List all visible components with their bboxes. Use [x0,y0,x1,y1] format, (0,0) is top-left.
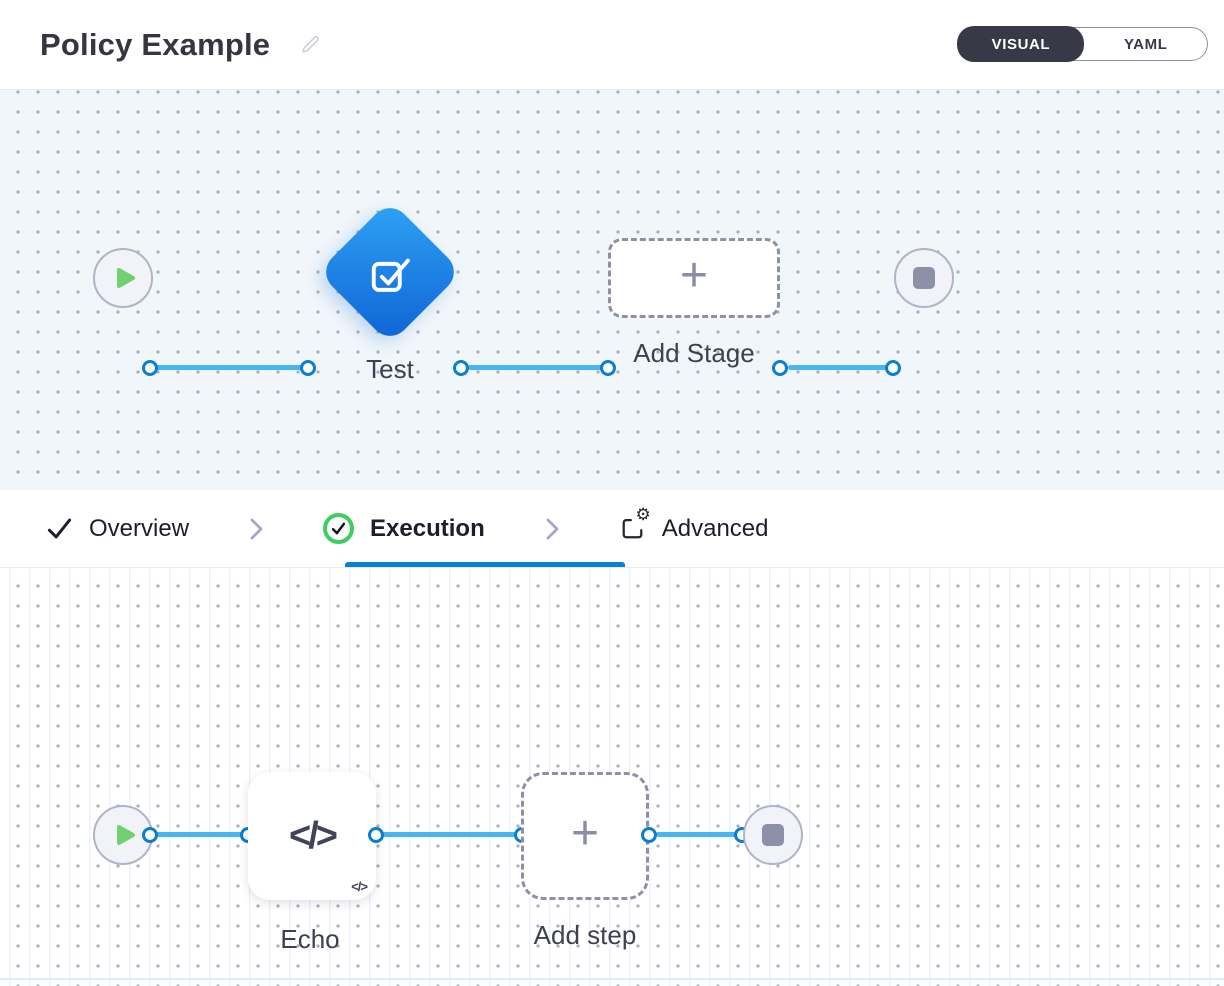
code-icon: </> [289,814,338,857]
add-step-button[interactable]: + [521,772,649,900]
connector-point[interactable] [368,827,384,843]
plus-icon: + [679,249,709,302]
approval-stage-icon [364,246,416,298]
check-icon [47,518,72,539]
stage-config-tabs: Overview Execution [0,490,1224,568]
gear-icon: ⚙ [635,505,651,525]
toggle-visual-button[interactable]: VISUAL [957,26,1085,62]
tab-overview[interactable]: Overview [46,515,189,543]
stop-icon [762,824,784,846]
connector-point[interactable] [885,360,901,376]
connector-point[interactable] [600,360,616,376]
connector-line [788,365,893,370]
add-stage-label: Add Stage [633,338,755,368]
page-header: Policy Example VISUAL YAML [0,0,1224,90]
connector-point[interactable] [772,360,788,376]
connector-line [468,365,608,370]
visual-yaml-toggle: VISUAL YAML [957,26,1208,62]
tab-execution[interactable]: Execution [323,513,485,544]
connector-line [150,365,308,370]
add-step-label: Add step [533,920,637,950]
stage-canvas[interactable]: Test + Add Stage [0,90,1224,490]
stage-node-test[interactable] [317,199,463,345]
toggle-yaml-button[interactable]: YAML [1123,35,1168,53]
step-node-echo[interactable]: </> </> [248,772,376,900]
page-title: Policy Example [40,26,271,62]
chevron-right-icon [541,516,563,542]
code-badge-icon: </> [351,879,368,894]
chevron-right-icon [245,516,267,542]
connector-point[interactable] [142,360,158,376]
play-icon [117,268,135,288]
play-icon [117,825,135,845]
step-end-node [743,805,803,865]
connector-line [656,832,742,837]
stage-start-node [93,248,153,308]
edit-title-button[interactable] [296,31,324,59]
add-stage-button[interactable]: + [608,238,780,318]
tab-advanced[interactable]: ⚙ Advanced [619,507,769,543]
connector-point[interactable] [641,827,657,843]
tab-advanced-label: Advanced [661,514,769,542]
active-tab-indicator [345,562,625,567]
step-label: Echo [280,924,340,954]
tab-execution-label: Execution [370,514,485,542]
connector-line [150,832,248,837]
connector-point[interactable] [142,827,158,843]
execution-step-canvas[interactable]: </> </> Echo + Add step [0,568,1224,986]
stop-icon [913,267,935,289]
advanced-settings-icon: ⚙ [619,507,651,542]
connector-line [382,832,522,837]
plus-icon: + [570,807,600,860]
connector-point[interactable] [300,360,316,376]
stage-label: Test [366,354,414,384]
pencil-icon [302,35,319,53]
grid-baseline [0,978,1224,980]
check-circle-icon [323,513,355,544]
connector-point[interactable] [453,360,469,376]
tab-overview-label: Overview [89,514,190,542]
stage-end-node [894,248,954,308]
